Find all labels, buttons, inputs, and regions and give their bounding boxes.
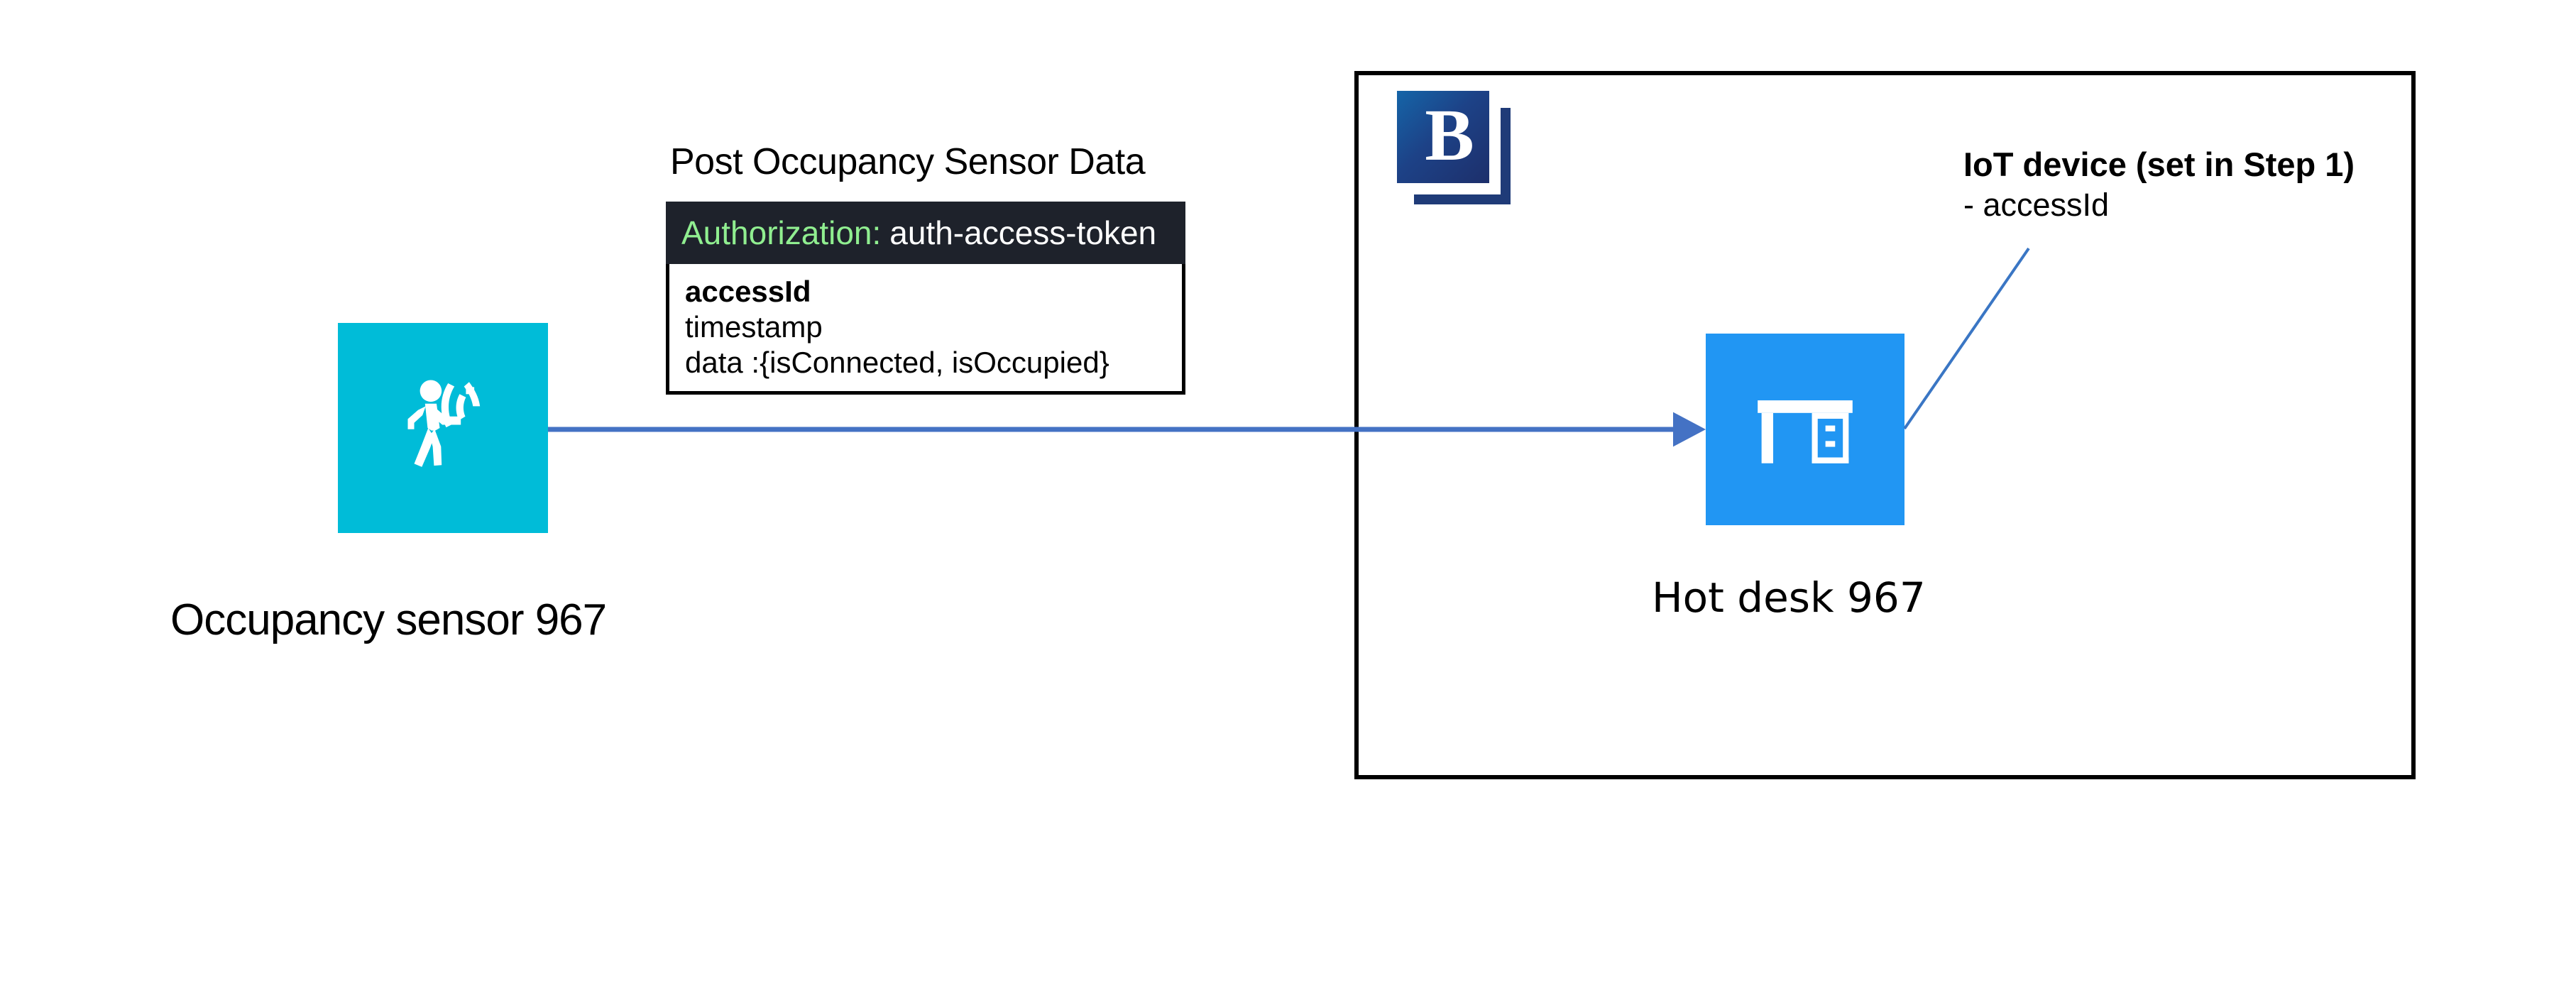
- request-payload-callout: Authorization: auth-access-token accessI…: [666, 202, 1185, 395]
- authorization-header-row: Authorization: auth-access-token: [666, 202, 1185, 264]
- annotation-subtitle: - accessId: [1963, 187, 2110, 223]
- request-body-fields: accessId timestamp data :{isConnected, i…: [666, 264, 1185, 395]
- authorization-key: Authorization:: [681, 214, 882, 251]
- payload-field-accessid: accessId: [685, 275, 811, 308]
- hot-desk-tile[interactable]: [1706, 334, 1904, 525]
- payload-field-timestamp: timestamp: [685, 310, 823, 344]
- sensor-caption: Occupancy sensor 967: [170, 595, 607, 644]
- desk-icon: [1758, 400, 1853, 463]
- occupancy-sensor-tile[interactable]: [338, 323, 548, 533]
- request-title: Post Occupancy Sensor Data: [670, 141, 1146, 182]
- building-zone-rectangle: [1354, 71, 2416, 779]
- brand-logo-square: [1397, 91, 1489, 183]
- brand-b-logo: B: [1397, 91, 1511, 204]
- authorization-value: auth-access-token: [889, 214, 1157, 251]
- desk-caption: Hot desk 967: [1652, 573, 1926, 622]
- brand-logo-shadow: [1414, 108, 1511, 204]
- iot-device-annotation: IoT device (set in Step 1) - accessId: [1963, 145, 2355, 224]
- brand-logo-letter: B: [1425, 94, 1474, 176]
- annotation-title: IoT device (set in Step 1): [1963, 145, 2355, 183]
- occupancy-sensor-icon: [407, 380, 481, 467]
- payload-field-data: data :{isConnected, isOccupied}: [685, 346, 1109, 379]
